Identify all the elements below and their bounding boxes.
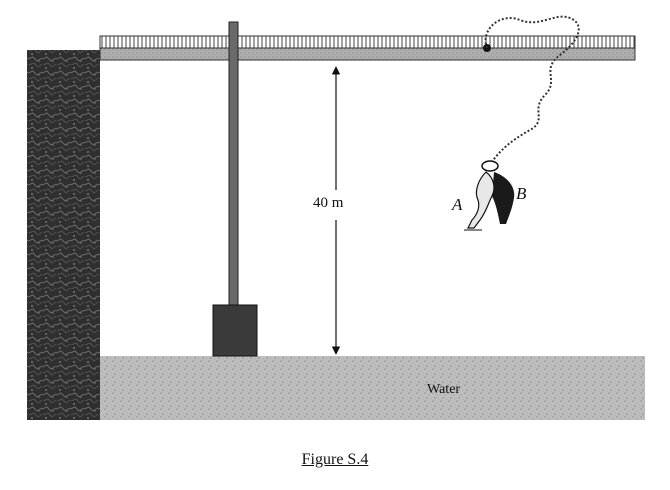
bridge-pole bbox=[228, 21, 239, 308]
water-surface bbox=[100, 356, 645, 420]
figure-caption: Figure S.4 bbox=[301, 451, 369, 468]
jumpers-figure bbox=[464, 160, 515, 231]
pole-base bbox=[212, 304, 258, 357]
rock-cliff bbox=[27, 50, 100, 420]
bridge-deck bbox=[99, 47, 636, 61]
jumper-a bbox=[467, 171, 495, 229]
label-a: A bbox=[451, 195, 463, 214]
bungee-diagram: 40 m A B Water bbox=[27, 15, 645, 420]
water-label: Water bbox=[427, 382, 460, 397]
label-b: B bbox=[516, 184, 527, 203]
bungee-cord bbox=[484, 15, 580, 163]
height-label: 40 m bbox=[313, 195, 344, 211]
jumper-b bbox=[492, 172, 515, 224]
